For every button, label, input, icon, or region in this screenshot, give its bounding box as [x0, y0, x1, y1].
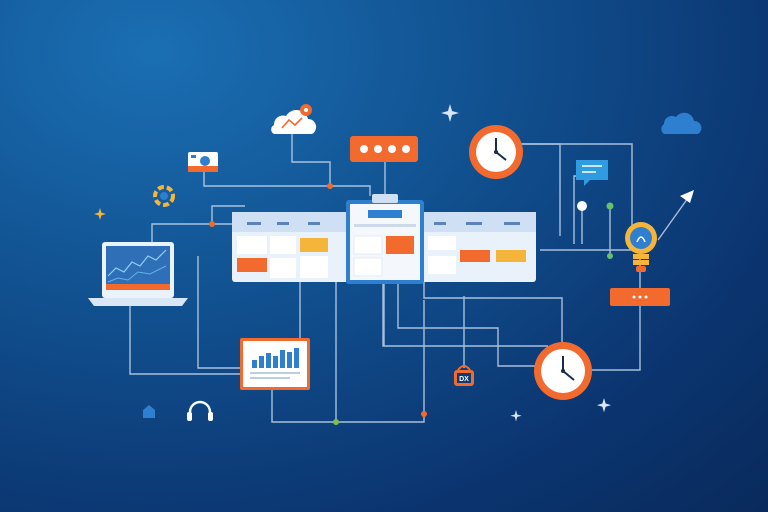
dots-bar-icon	[610, 288, 670, 306]
svg-text:DX: DX	[459, 376, 469, 383]
lightbulb-icon	[625, 222, 657, 272]
sparkle-icon	[94, 104, 612, 422]
bar-chart-icon	[240, 338, 310, 390]
clock-icon	[469, 125, 523, 179]
shield-icon	[143, 405, 155, 418]
clock-icon	[534, 342, 592, 400]
chat-bubble-icon	[576, 160, 608, 186]
message-dots-icon	[350, 136, 418, 162]
connector-dots	[209, 183, 614, 425]
arrow-icon	[680, 190, 694, 203]
cloud-icon	[661, 112, 702, 134]
camera-icon	[188, 152, 218, 172]
cloud-chart-icon	[271, 104, 317, 134]
laptop-icon	[88, 242, 188, 306]
connector-lines	[129, 134, 689, 423]
lock-icon: DX	[454, 365, 474, 386]
headphones-icon	[187, 400, 213, 421]
puzzle-icon	[153, 185, 175, 207]
clipboard-card	[346, 194, 424, 284]
